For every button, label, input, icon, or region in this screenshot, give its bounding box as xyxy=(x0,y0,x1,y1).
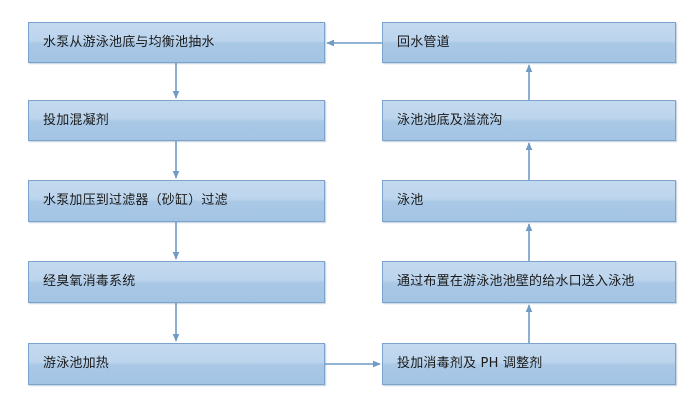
flow-node-L5-label: 游泳池加热 xyxy=(43,356,110,372)
flow-node-L4[interactable]: 经臭氧消毒系统 xyxy=(28,261,325,303)
flow-node-L1-label: 水泵从游泳池底与均衡池抽水 xyxy=(43,34,215,50)
flow-node-R2-label: 泳池池底及溢流沟 xyxy=(397,112,503,128)
flow-node-R3-label: 泳池 xyxy=(397,193,424,209)
flow-node-L2[interactable]: 投加混凝剂 xyxy=(28,100,325,141)
flow-node-L5[interactable]: 游泳池加热 xyxy=(28,343,325,385)
flow-node-R2[interactable]: 泳池池底及溢流沟 xyxy=(382,100,676,141)
flow-node-L3-label: 水泵加压到过滤器（砂缸）过滤 xyxy=(43,193,228,209)
flow-node-R4-label: 通过布置在游泳池池壁的给水口送入泳池 xyxy=(397,274,635,290)
flow-node-R4[interactable]: 通过布置在游泳池池壁的给水口送入泳池 xyxy=(382,261,676,303)
flow-node-L1[interactable]: 水泵从游泳池底与均衡池抽水 xyxy=(28,22,325,63)
flow-node-R5[interactable]: 投加消毒剂及 PH 调整剂 xyxy=(382,343,676,385)
flow-node-R5-label: 投加消毒剂及 PH 调整剂 xyxy=(397,356,543,372)
flow-node-R3[interactable]: 泳池 xyxy=(382,180,676,222)
flow-node-R1[interactable]: 回水管道 xyxy=(382,22,676,63)
flow-node-L4-label: 经臭氧消毒系统 xyxy=(43,274,136,290)
flow-node-L2-label: 投加混凝剂 xyxy=(43,112,110,128)
flow-node-L3[interactable]: 水泵加压到过滤器（砂缸）过滤 xyxy=(28,180,325,222)
flow-node-R1-label: 回水管道 xyxy=(397,34,450,50)
